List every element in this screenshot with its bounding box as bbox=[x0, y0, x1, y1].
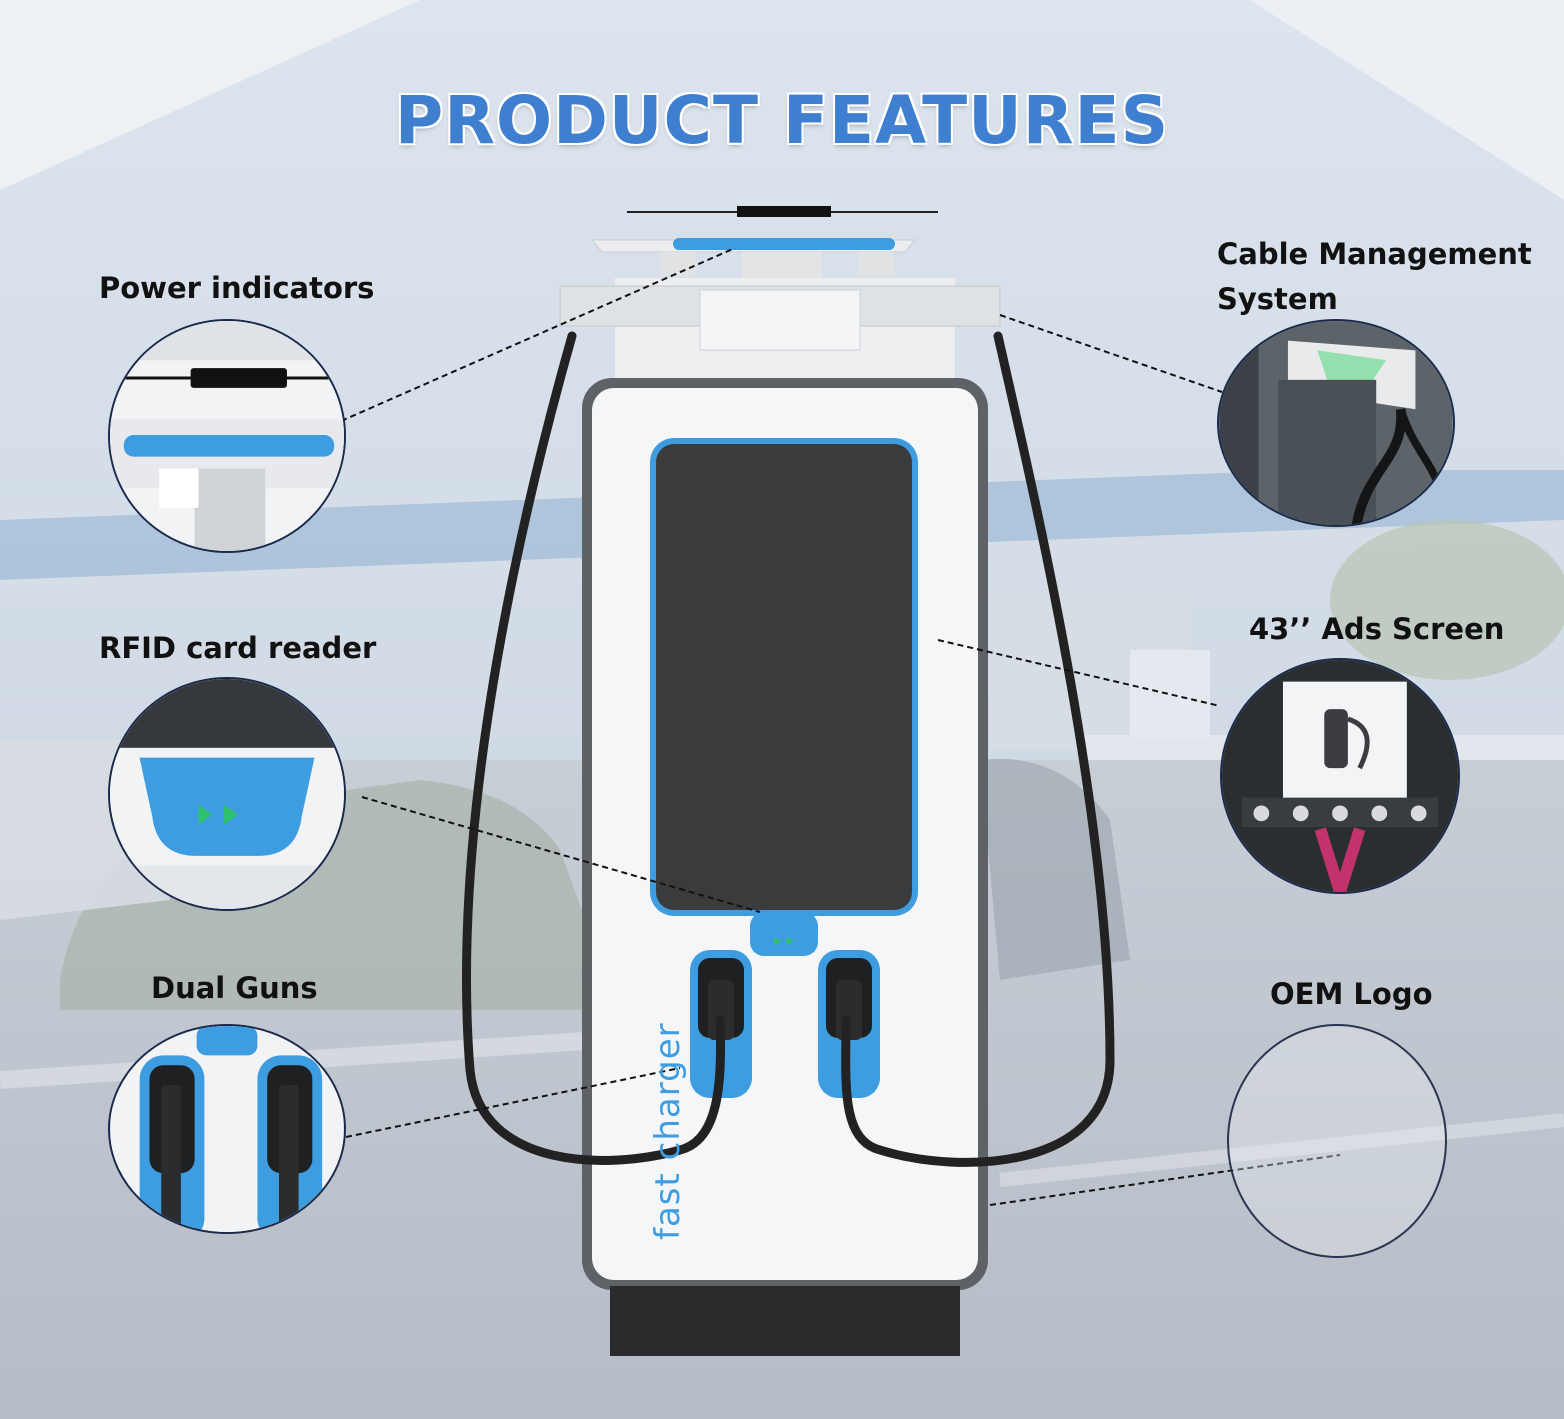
cable-management-detail bbox=[1217, 319, 1455, 527]
label-cable-management: Cable Management System bbox=[1217, 237, 1532, 316]
ads-screen-detail bbox=[1220, 658, 1460, 894]
dual-guns-detail bbox=[108, 1024, 346, 1234]
label-oem-logo: OEM Logo bbox=[1270, 977, 1433, 1011]
oem-logo-detail bbox=[1227, 1024, 1447, 1258]
label-power-indicators: Power indicators bbox=[99, 271, 375, 305]
label-rfid-card-reader: RFID card reader bbox=[99, 631, 377, 665]
power-indicators-detail bbox=[108, 319, 346, 553]
charger-brand-text: fast charger bbox=[648, 1022, 688, 1240]
label-ads-screen: 43’’ Ads Screen bbox=[1249, 612, 1505, 646]
label-dual-guns: Dual Guns bbox=[151, 971, 318, 1005]
rfid-reader-detail bbox=[108, 677, 346, 911]
page-title: PRODUCT FEATURES bbox=[394, 82, 1170, 159]
